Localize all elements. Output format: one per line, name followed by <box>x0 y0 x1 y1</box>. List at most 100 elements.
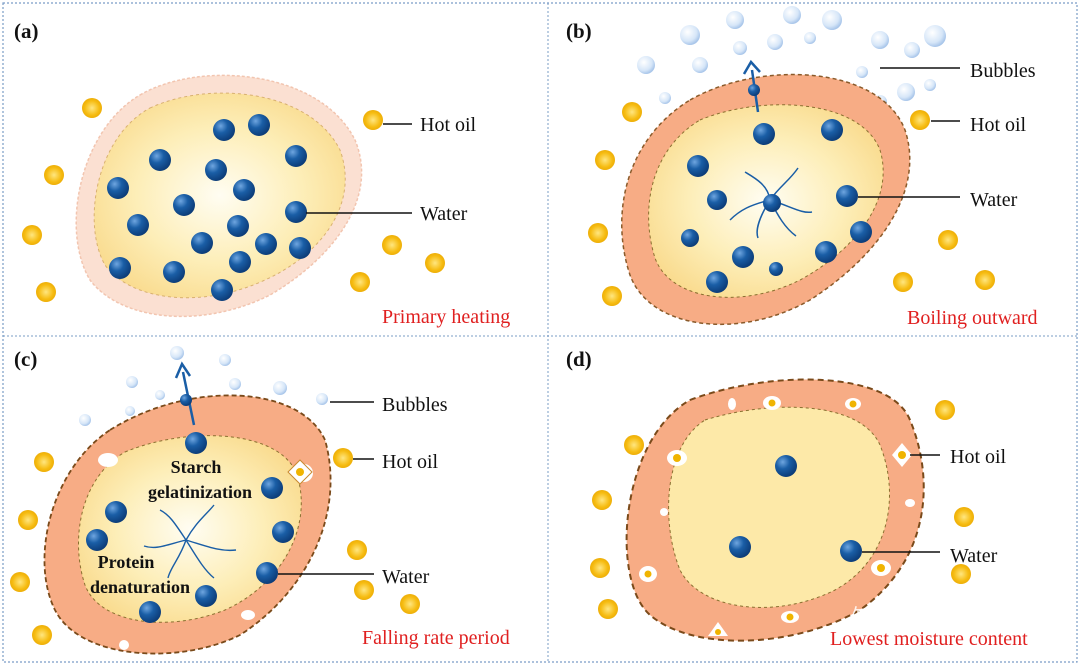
pores <box>639 396 915 636</box>
water-drop <box>185 432 207 454</box>
water-drop <box>769 262 783 276</box>
hot-oil-drop <box>400 594 420 614</box>
bubbles <box>637 6 946 109</box>
pore-oil <box>786 613 794 621</box>
water-label: Water <box>950 545 998 567</box>
bubble <box>733 41 747 55</box>
hot-oil-drop <box>18 510 38 530</box>
food-core <box>78 435 302 623</box>
water-drop <box>261 477 283 499</box>
water-drop <box>227 215 249 237</box>
hot-oil-drop <box>363 110 383 130</box>
water-drop <box>211 279 233 301</box>
bubbles <box>79 346 328 426</box>
hot-oil-drop <box>44 165 64 185</box>
bubbles-label: Bubbles <box>382 394 448 416</box>
pore-oil <box>877 564 885 572</box>
starch-label-line1: Starch <box>171 457 222 477</box>
water-label: Water <box>382 566 430 588</box>
bubble <box>856 66 868 78</box>
bubble <box>637 56 655 74</box>
hot-oil-drop <box>910 110 930 130</box>
bubble <box>79 414 91 426</box>
pore <box>241 610 255 620</box>
water-drop <box>109 257 131 279</box>
water-drop <box>840 540 862 562</box>
pore-oil <box>898 451 906 459</box>
bubble <box>126 376 138 388</box>
water-drop <box>775 455 797 477</box>
hot-oil-drop <box>82 98 102 118</box>
water-drops <box>86 394 294 623</box>
hot-oil-drop <box>938 230 958 250</box>
hot-oil-drops <box>10 448 420 645</box>
water-drop <box>233 179 255 201</box>
hot-oil-drop <box>22 225 42 245</box>
hot-oil-drop <box>32 625 52 645</box>
hot-oil-drop <box>975 270 995 290</box>
panel-d: (d) Hot oil Water Lowest moisture conten… <box>566 347 1028 650</box>
hot-oil-drop <box>382 235 402 255</box>
panel-d-caption: Lowest moisture content <box>830 628 1028 650</box>
protein-label-line1: Protein <box>98 552 155 572</box>
panel-c-label: (c) <box>14 347 37 371</box>
bubble <box>680 25 700 45</box>
bubble <box>170 346 184 360</box>
bubble <box>155 390 165 400</box>
water-drop <box>729 536 751 558</box>
pore-oil <box>296 468 304 476</box>
hot-oil-drop <box>935 400 955 420</box>
water-drop <box>821 119 843 141</box>
bubble <box>804 32 816 44</box>
pore-oil <box>768 399 776 407</box>
hot-oil-drop <box>425 253 445 273</box>
water-drop <box>173 194 195 216</box>
water-drop <box>107 177 129 199</box>
water-drop <box>748 84 760 96</box>
water-drop <box>149 149 171 171</box>
pore-oil <box>715 629 721 635</box>
hot-oil-drop <box>588 223 608 243</box>
bubble <box>871 31 889 49</box>
water-drop <box>248 114 270 136</box>
hot-oil-drop <box>347 540 367 560</box>
panel-d-label: (d) <box>566 347 592 371</box>
bubbles-label: Bubbles <box>970 60 1036 82</box>
bubble <box>692 57 708 73</box>
bubble <box>229 378 241 390</box>
food-core <box>93 92 346 299</box>
water-drops <box>107 114 311 301</box>
water-drop <box>706 271 728 293</box>
water-drop <box>213 119 235 141</box>
water-drop <box>815 241 837 263</box>
pore <box>905 499 915 507</box>
panel-b-caption: Boiling outward <box>907 307 1038 329</box>
water-drop <box>285 201 307 223</box>
hot-oil-drop <box>10 572 30 592</box>
bubble <box>125 406 135 416</box>
panel-a-label: (a) <box>14 19 39 43</box>
hot-oil-drop <box>350 272 370 292</box>
water-drop <box>229 251 251 273</box>
hot-oil-drops <box>22 98 445 302</box>
pore <box>823 626 833 634</box>
bubble <box>659 92 671 104</box>
water-drop <box>195 585 217 607</box>
bubble <box>783 6 801 24</box>
panel-c-caption: Falling rate period <box>362 627 510 649</box>
pore-oil <box>673 454 681 462</box>
panel-b: (b) Bubbles Hot oil Water Boiling outwar… <box>566 6 1038 329</box>
hot-oil-drop <box>34 452 54 472</box>
hot-oil-drop <box>36 282 56 302</box>
panel-c: Starch gelatinization Protein denaturati… <box>10 346 510 655</box>
water-drop <box>191 232 213 254</box>
hot-oil-drops <box>588 102 995 306</box>
bubble <box>924 25 946 47</box>
water-drop <box>836 185 858 207</box>
hot-oil-drop <box>893 272 913 292</box>
water-drop <box>763 194 781 212</box>
pore-oil <box>644 570 652 578</box>
pore <box>98 453 118 467</box>
water-drop <box>127 214 149 236</box>
